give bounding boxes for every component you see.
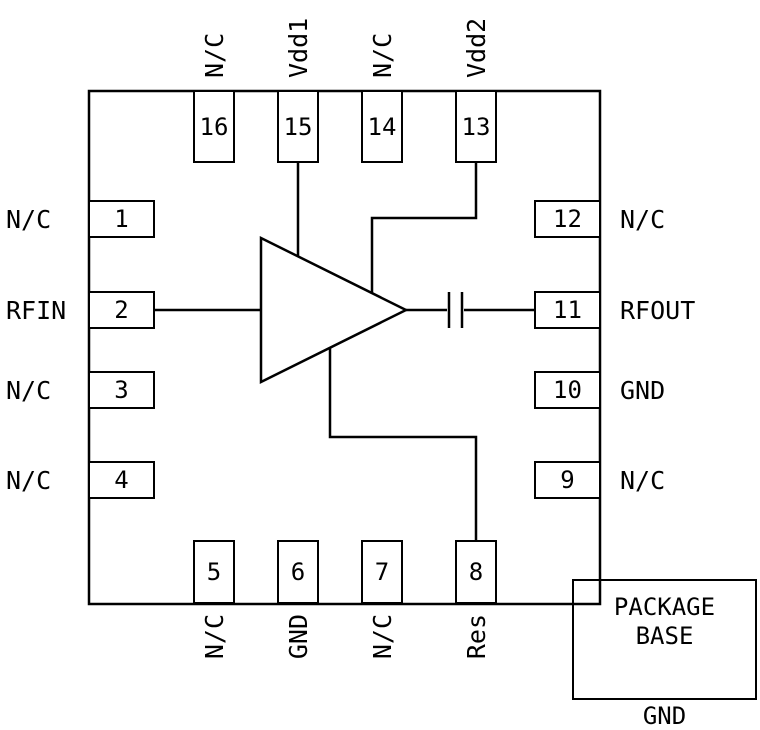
package-base-gnd-label: GND (572, 702, 757, 730)
pin-label-3: N/C (6, 375, 126, 405)
pin-label-1-text: N/C (6, 204, 52, 234)
pin-box-3: 3 (88, 371, 155, 409)
pin-number-9: 9 (560, 466, 575, 494)
pin-box-4: 4 (88, 461, 155, 499)
pin-box-1: 1 (88, 200, 155, 238)
pin-label-15: Vdd1 (283, 0, 313, 78)
pin-label-11-text: RFOUT (620, 295, 696, 325)
pin-label-13-text: Vdd2 (461, 17, 491, 78)
pin-label-4-text: N/C (6, 465, 52, 495)
pin-label-14: N/C (367, 0, 397, 78)
package-base-line1: PACKAGE (613, 593, 716, 621)
pin-label-3-text: N/C (6, 375, 52, 405)
vdd2-trace (370, 163, 478, 294)
pin-label-12: N/C (620, 204, 740, 234)
pin-number-15: 15 (283, 112, 313, 141)
pin-label-11: RFOUT (620, 295, 740, 325)
pin-label-12-text: N/C (620, 204, 666, 234)
package-base-line2: BASE (635, 622, 694, 650)
pin-box-12: 12 (534, 200, 601, 238)
pin-box-9: 9 (534, 461, 601, 499)
pin-label-8-text: Res (461, 614, 491, 660)
pin-number-14: 14 (367, 112, 397, 141)
pin-label-7: N/C (367, 614, 397, 730)
amplifier-symbol (259, 235, 409, 385)
pin-label-2-text: RFIN (6, 295, 67, 325)
package-base-box: PACKAGE BASE (572, 579, 757, 700)
pin-number-12: 12 (553, 205, 582, 233)
pin-number-3: 3 (114, 376, 129, 404)
pin-number-5: 5 (206, 558, 222, 586)
pin-label-8: Res (461, 614, 491, 730)
pin-box-14: 14 (361, 90, 403, 163)
pin-box-11: 11 (534, 291, 601, 329)
pin-label-6-text: GND (283, 614, 313, 660)
pin-box-15: 15 (277, 90, 319, 163)
pin-label-6: GND (283, 614, 313, 730)
pin-label-1: N/C (6, 204, 126, 234)
pin-label-5: N/C (199, 614, 229, 730)
pin-number-6: 6 (290, 558, 306, 586)
pin-label-9: N/C (620, 465, 740, 495)
pin-box-6: 6 (277, 540, 319, 604)
pin-box-5: 5 (193, 540, 235, 604)
pin-label-10-text: GND (620, 375, 666, 405)
pin-number-8: 8 (468, 558, 484, 586)
pin-box-13: 13 (455, 90, 497, 163)
capacitor-symbol (447, 292, 464, 328)
pin-label-4: N/C (6, 465, 126, 495)
package-base-gnd-text: GND (642, 702, 687, 730)
pin-label-14-text: N/C (367, 32, 397, 78)
pin-number-13: 13 (461, 112, 491, 141)
pin-box-10: 10 (534, 371, 601, 409)
pin-box-7: 7 (361, 540, 403, 604)
pin-label-15-text: Vdd1 (283, 17, 313, 78)
pin-number-4: 4 (114, 466, 129, 494)
pin-box-2: 2 (88, 291, 155, 329)
pin-label-9-text: N/C (620, 465, 666, 495)
pin-label-10: GND (620, 375, 740, 405)
pin-number-1: 1 (114, 205, 129, 233)
pin-label-16-text: N/C (199, 32, 229, 78)
pin-number-11: 11 (553, 296, 582, 324)
pin-number-7: 7 (374, 558, 390, 586)
pin-number-10: 10 (553, 376, 582, 404)
pin-label-5-text: N/C (199, 614, 229, 660)
pin-box-8: 8 (455, 540, 497, 604)
pin-label-16: N/C (199, 0, 229, 78)
pin-label-7-text: N/C (367, 614, 397, 660)
pin-number-2: 2 (114, 296, 129, 324)
package-outline (87, 89, 602, 606)
res-trace (328, 347, 478, 540)
pin-number-16: 16 (199, 112, 229, 141)
pin-label-2: RFIN (6, 295, 126, 325)
pin-box-16: 16 (193, 90, 235, 163)
pin-label-13: Vdd2 (461, 0, 491, 78)
